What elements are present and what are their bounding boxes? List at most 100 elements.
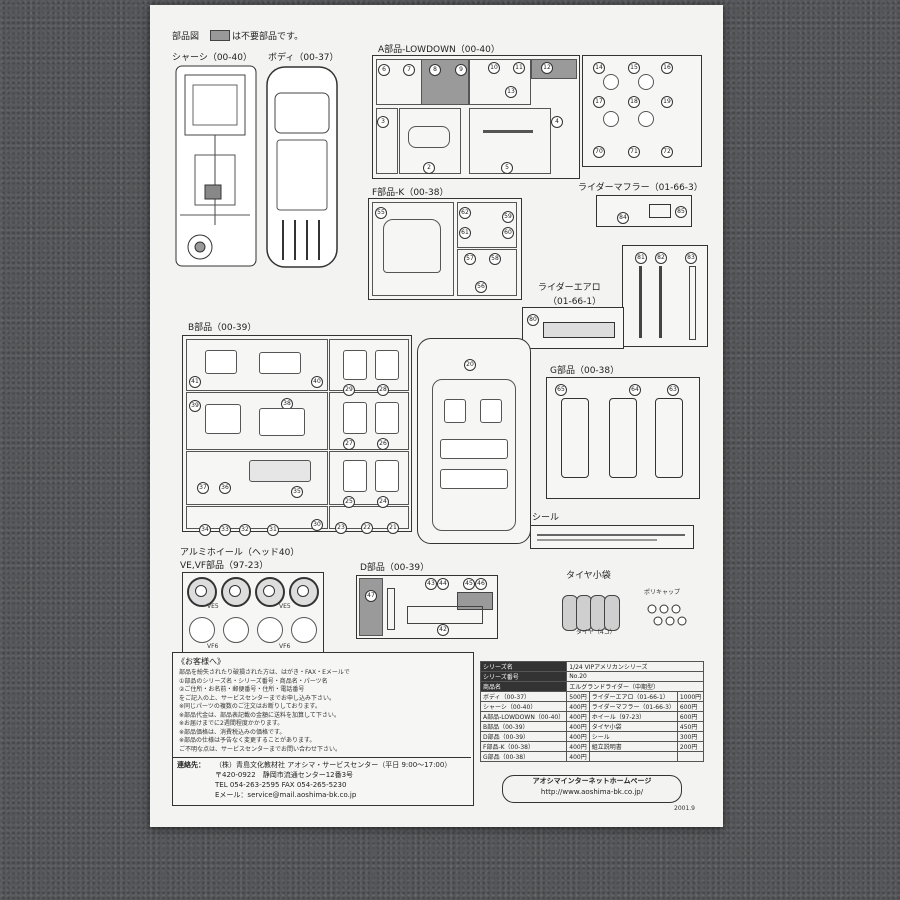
contact-address: 〒420-0922 静岡市流通センター12番3号: [215, 771, 354, 779]
part-number: 61: [459, 227, 471, 239]
part-number: 60: [502, 227, 514, 239]
legend-title: 部品図: [172, 32, 200, 42]
part-number: 36: [219, 482, 231, 494]
part-number: 30: [311, 519, 323, 531]
part-number: 24: [377, 496, 389, 508]
b-parts-runner: 41 40 39 38 37 36 35 34 33 32 31 30 29 2…: [182, 335, 412, 536]
part-number: 23: [335, 522, 347, 534]
part-number: 47: [365, 590, 377, 602]
part-number: 39: [189, 400, 201, 412]
part-number: 65: [555, 384, 567, 396]
part-number: 21: [387, 522, 399, 534]
customer-lines: 部品を紛失されたり破損された方は、はがき・FAX・Eメールで ①部品のシリーズ名…: [179, 669, 350, 753]
part-number: 31: [267, 524, 279, 536]
seal-sheet: [530, 525, 694, 549]
homepage-box: アオシマインターネットホームページ http://www.aoshima-bk.…: [502, 775, 682, 803]
part-number: 59: [502, 211, 514, 223]
part-number: 46: [475, 578, 487, 590]
part-number: 3: [377, 116, 389, 128]
table-row: A部品-LOWDOWN（00-40）400円ホイール（97-23）600円: [479, 711, 705, 722]
g-parts-runner: 65 64 63: [546, 377, 700, 499]
part-number: 63: [667, 384, 679, 396]
rider-muffler-title: ライダーマフラー（01-66-3）: [578, 183, 703, 193]
chassis-drawing: [175, 65, 257, 267]
part-number: 12: [541, 62, 553, 74]
body-title: ボディ（00-37）: [268, 53, 339, 63]
rider-aero-title-2: （01-66-1）: [548, 297, 602, 307]
part-number: 71: [628, 146, 640, 158]
part-number: 85: [675, 206, 687, 218]
tire-bag-title: タイヤ小袋: [566, 571, 611, 581]
part-number: 81: [635, 252, 647, 264]
part-number: 6: [378, 64, 390, 76]
part-number: 7: [403, 64, 415, 76]
part-number: 84: [617, 212, 629, 224]
alumi-title-2: VE,VF部品（97-23）: [180, 561, 269, 571]
part-number: 56: [475, 281, 487, 293]
part-number: 29: [343, 384, 355, 396]
part-number: 45: [463, 578, 475, 590]
table-row: G部品（00-38）400円: [479, 751, 705, 762]
part-number: 58: [489, 253, 501, 265]
part-number: 2: [423, 162, 435, 174]
a-parts-title: A部品-LOWDOWN（00-40）: [378, 45, 500, 55]
b-parts-title: B部品（00-39）: [188, 323, 257, 333]
part-number: 82: [655, 252, 667, 264]
contact-block: 連絡先： （株）青島文化教材社 アオシマ・サービスセンター（平日 9:00〜17…: [173, 757, 471, 804]
customer-info: 《お客様へ》 部品を紛失されたり破損された方は、はがき・FAX・Eメールで ①部…: [172, 652, 474, 806]
part-number: 14: [593, 62, 605, 74]
part-number: 17: [593, 96, 605, 108]
part-number: 32: [239, 524, 251, 536]
vf6-label: VF6: [279, 643, 291, 650]
wheel-runner: VE5 VE5 VF6 VF6: [182, 572, 324, 654]
rider-muffler-runner: 84 85: [596, 195, 692, 227]
part-number: 35: [291, 486, 303, 498]
part-number: 37: [197, 482, 209, 494]
part-number: 25: [343, 496, 355, 508]
body-drawing: [266, 66, 338, 268]
legend-note: は不要部品です。: [232, 32, 304, 42]
rider-aero-bumper: 80: [522, 307, 624, 349]
a-parts-runner: 6 7 8 9 10 11 12 13 3 2 5 4: [372, 55, 580, 179]
ve5-label: VE5: [279, 603, 291, 610]
d-parts-runner: 43 44 45 46 47 42: [356, 575, 498, 639]
part-number: 22: [361, 522, 373, 534]
rider-aero-title-1: ライダーエアロ: [538, 283, 601, 293]
part-number: 28: [377, 384, 389, 396]
part-number: 9: [455, 64, 467, 76]
part-number: 80: [527, 314, 539, 326]
chassis-title: シャーシ（00-40）: [172, 53, 252, 63]
seal-title: シール: [532, 513, 560, 523]
part-number: 70: [593, 146, 605, 158]
contact-phone: TEL 054-263-2595 FAX 054-265-5230: [215, 781, 347, 789]
part-number: 34: [199, 524, 211, 536]
contact-email: Eメール：service@mail.aoshima-bk.co.jp: [215, 791, 357, 799]
part-number: 15: [628, 62, 640, 74]
homepage-url[interactable]: http://www.aoshima-bk.co.jp/: [540, 788, 644, 796]
tire-label: タイヤ（4コ）: [576, 629, 616, 636]
part-number: 19: [661, 96, 673, 108]
f-parts-title: F部品-K（00-38）: [372, 188, 449, 198]
part-number: 83: [685, 252, 697, 264]
table-row: シャーシ（00-40）400円ライダーマフラー（01-66-3）600円: [479, 701, 705, 712]
part-number: 43: [425, 578, 437, 590]
part-number: 13: [505, 86, 517, 98]
homepage-title: アオシマインターネットホームページ: [532, 777, 652, 785]
g-parts-title: G部品（00-38）: [550, 366, 620, 376]
ve5-label: VE5: [207, 603, 219, 610]
part-number: 16: [661, 62, 673, 74]
contact-company: （株）青島文化教材社 アオシマ・サービスセンター（平日 9:00〜17:00）: [215, 761, 452, 769]
instruction-sheet: 部品図 は不要部品です。 シャーシ（00-40） ボディ（00-37） A部品-…: [150, 5, 723, 827]
part-number: 27: [343, 438, 355, 450]
part-number: 26: [377, 438, 389, 450]
f-parts-runner: 55 62 61 59 60 57 58 56: [368, 198, 522, 300]
part-number: 11: [513, 62, 525, 74]
a-parts-runner-2: 14 15 16 17 18 19 70 71 72: [582, 55, 702, 167]
part-number: 44: [437, 578, 449, 590]
d-parts-title: D部品（00-39）: [360, 563, 430, 573]
table-row: ボディ（00-37）500円ライダーエアロ（01-66-1）1000円: [479, 691, 705, 702]
part-number: 40: [311, 376, 323, 388]
part-number: 33: [219, 524, 231, 536]
